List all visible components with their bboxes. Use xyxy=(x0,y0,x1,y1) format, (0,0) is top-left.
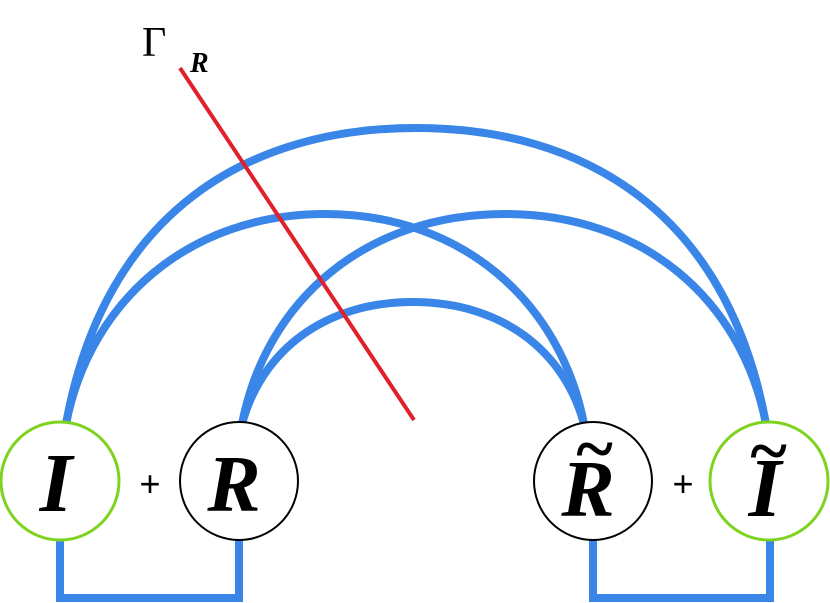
tilde-accent-R: ~ xyxy=(574,411,614,488)
arc-I-to-I-tilde xyxy=(62,123,770,428)
node-R-tilde: R ~ xyxy=(533,411,653,541)
bracket-right xyxy=(589,540,774,602)
tilde-accent-I: ~ xyxy=(748,413,788,490)
bottom-brackets xyxy=(56,540,774,602)
node-R-tilde-ring xyxy=(533,421,653,541)
node-I-tilde: I ~ xyxy=(708,413,830,542)
node-I-tilde-label: I xyxy=(748,442,785,535)
plus-operator-left: + xyxy=(139,463,160,504)
cut-line xyxy=(178,66,416,422)
node-R: R xyxy=(179,421,299,541)
cut-label-subscript: R xyxy=(189,48,209,79)
node-I-ring xyxy=(0,420,121,542)
arc-I-to-R-tilde xyxy=(62,209,588,428)
node-I: I xyxy=(0,420,121,542)
node-R-tilde-label: R xyxy=(560,446,614,534)
node-I-label: I xyxy=(39,437,76,530)
node-I-tilde-ring xyxy=(708,420,830,542)
bracket-left xyxy=(56,540,243,602)
node-R-ring xyxy=(179,421,299,541)
arc-R-to-I-tilde xyxy=(238,209,770,428)
link-arcs xyxy=(62,123,770,428)
node-R-label: R xyxy=(206,441,260,529)
arc-R-to-R-tilde xyxy=(238,297,588,428)
plus-operator-right: + xyxy=(672,463,693,504)
cut-label-symbol: Γ xyxy=(142,20,166,66)
